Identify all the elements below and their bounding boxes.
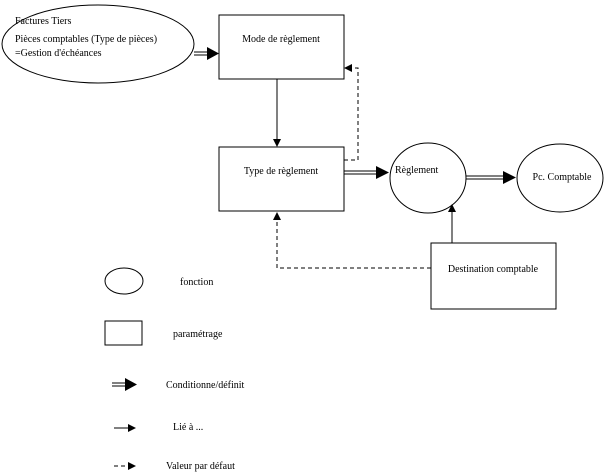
connector-reglement-to-pc [466,171,516,184]
factures-line-2: Pièces comptables (Type de pièces) [15,34,157,45]
connector-destination-to-type-default [273,212,431,269]
destination-comptable-label: Destination comptable [448,264,539,275]
factures-line-1: Factures Tiers [15,16,72,27]
type-reglement-label: Type de règlement [244,166,318,177]
double-arrow-icon [125,378,137,391]
legend: fonction paramétrage Conditionne/définit… [104,267,245,472]
legend-conditionne-label: Conditionne/définit [166,380,245,391]
mode-reglement-label: Mode de règlement [242,34,320,45]
connector-factures-to-mode [194,47,219,60]
destination-comptable-node: Destination comptable [430,242,557,310]
pc-comptable-label: Pc. Comptable [533,172,592,183]
legend-fonction-label: fonction [180,277,213,288]
legend-fonction: fonction [104,267,213,295]
reglement-node: Règlement [389,142,467,214]
legend-lie: Lié à ... [114,422,203,433]
mode-reglement-node: Mode de règlement [218,14,345,80]
connector-type-to-mode-default [344,64,359,161]
connector-type-to-reglement [344,166,389,179]
type-reglement-node: Type de règlement [218,146,345,212]
legend-parametrage-label: paramétrage [173,329,223,340]
factures-line-3: =Gestion d'échéances [15,48,102,59]
legend-lie-label: Lié à ... [173,422,203,433]
legend-defaut: Valeur par défaut [114,461,235,472]
legend-parametrage: paramétrage [104,320,223,346]
reglement-label: Règlement [395,165,439,176]
factures-tiers-node: Factures Tiers Pièces comptables (Type d… [1,4,195,84]
legend-defaut-label: Valeur par défaut [166,461,235,472]
pc-comptable-node: Pc. Comptable [516,143,604,213]
legend-conditionne: Conditionne/définit [112,378,245,391]
